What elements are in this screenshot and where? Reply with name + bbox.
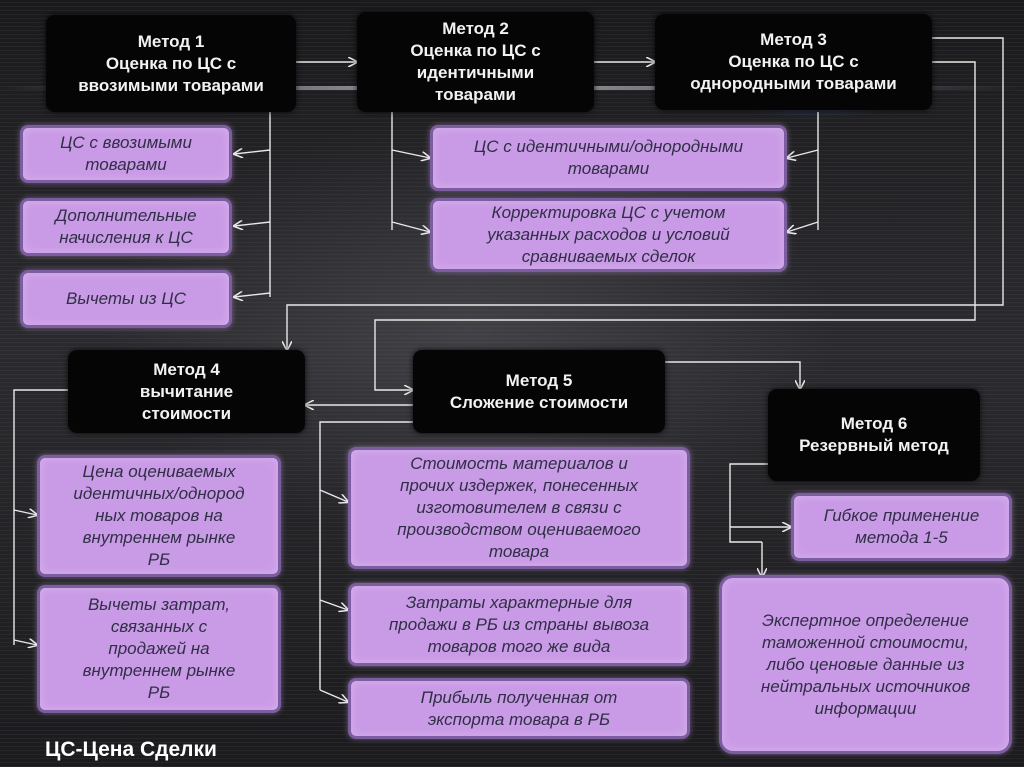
method-1-label: Метод 1 Оценка по ЦС с ввозимыми товарам… (78, 31, 264, 95)
arrow-m3-d1 (787, 149, 819, 158)
method-1-box: Метод 1 Оценка по ЦС с ввозимыми товарам… (46, 15, 296, 112)
detail-m4-domestic-price: Цена оцениваемых идентичных/однород ных … (37, 455, 281, 577)
detail-m5-sales-costs: Затраты характерные для продажи в РБ из … (348, 583, 690, 666)
detail-m6-expert-determination: Экспертное определение таможенной стоимо… (719, 575, 1012, 754)
detail-m5-profit: Прибыль полученная от экспорта товара в … (348, 678, 690, 739)
method-3-label: Метод 3 Оценка по ЦС с однородными товар… (690, 30, 897, 93)
detail-m1-additional-charges: Дополнительные начисления к ЦС (20, 198, 232, 256)
detail-m23-identical-similar: ЦС с идентичными/однородными товарами (430, 125, 787, 191)
arrow-m4-d2 (13, 640, 37, 645)
arrow-m3-m5 (374, 61, 976, 390)
method-6-label: Метод 6 Резервный метод (799, 414, 949, 455)
arrow-m1-d2 (234, 222, 271, 226)
arrow-m5-d1 (319, 489, 348, 502)
method-2-box: Метод 2 Оценка по ЦС с идентичными товар… (357, 12, 594, 112)
arrow-m1-d1 (234, 150, 271, 154)
method-4-box: Метод 4 вычитание стоимости (68, 350, 305, 433)
arrow-m1-d3 (234, 293, 271, 297)
arrow-m5-m6 (665, 361, 800, 389)
method-6-box: Метод 6 Резервный метод (768, 389, 980, 481)
arrow-m2-d1 (391, 149, 430, 158)
detail-m6-flexible-application: Гибкое применение метода 1-5 (791, 493, 1012, 561)
method-2-label: Метод 2 Оценка по ЦС с идентичными товар… (410, 19, 541, 104)
method-5-box: Метод 5 Сложение стоимости (413, 350, 665, 433)
detail-m1-deductions: Вычеты из ЦС (20, 270, 232, 328)
detail-m1-transaction-price: ЦС с ввозимыми товарами (20, 125, 232, 183)
arrow-m4-d1 (13, 510, 37, 515)
footnote: ЦС-Цена Сделки (45, 738, 217, 761)
arrow-m5-d3 (319, 689, 348, 702)
arrow-m3-d2 (787, 221, 819, 232)
method-5-label: Метод 5 Сложение стоимости (449, 370, 629, 412)
line-m6-down (729, 463, 768, 543)
arrow-m2-d2 (391, 221, 430, 232)
detail-m5-materials-cost: Стоимость материалов и прочих издержек, … (348, 447, 690, 569)
method-4-label: Метод 4 вычитание стоимости (139, 359, 234, 423)
arrow-m5-d2 (319, 599, 348, 610)
line-m4-down (13, 389, 68, 645)
detail-m4-cost-deductions: Вычеты затрат, связанных с продажей на в… (37, 585, 281, 713)
arrow-m3-m4 (287, 37, 1004, 350)
detail-m23-adjustment: Корректировка ЦС с учетом указанных расх… (430, 198, 787, 272)
method-3-box: Метод 3 Оценка по ЦС с однородными товар… (655, 14, 932, 110)
